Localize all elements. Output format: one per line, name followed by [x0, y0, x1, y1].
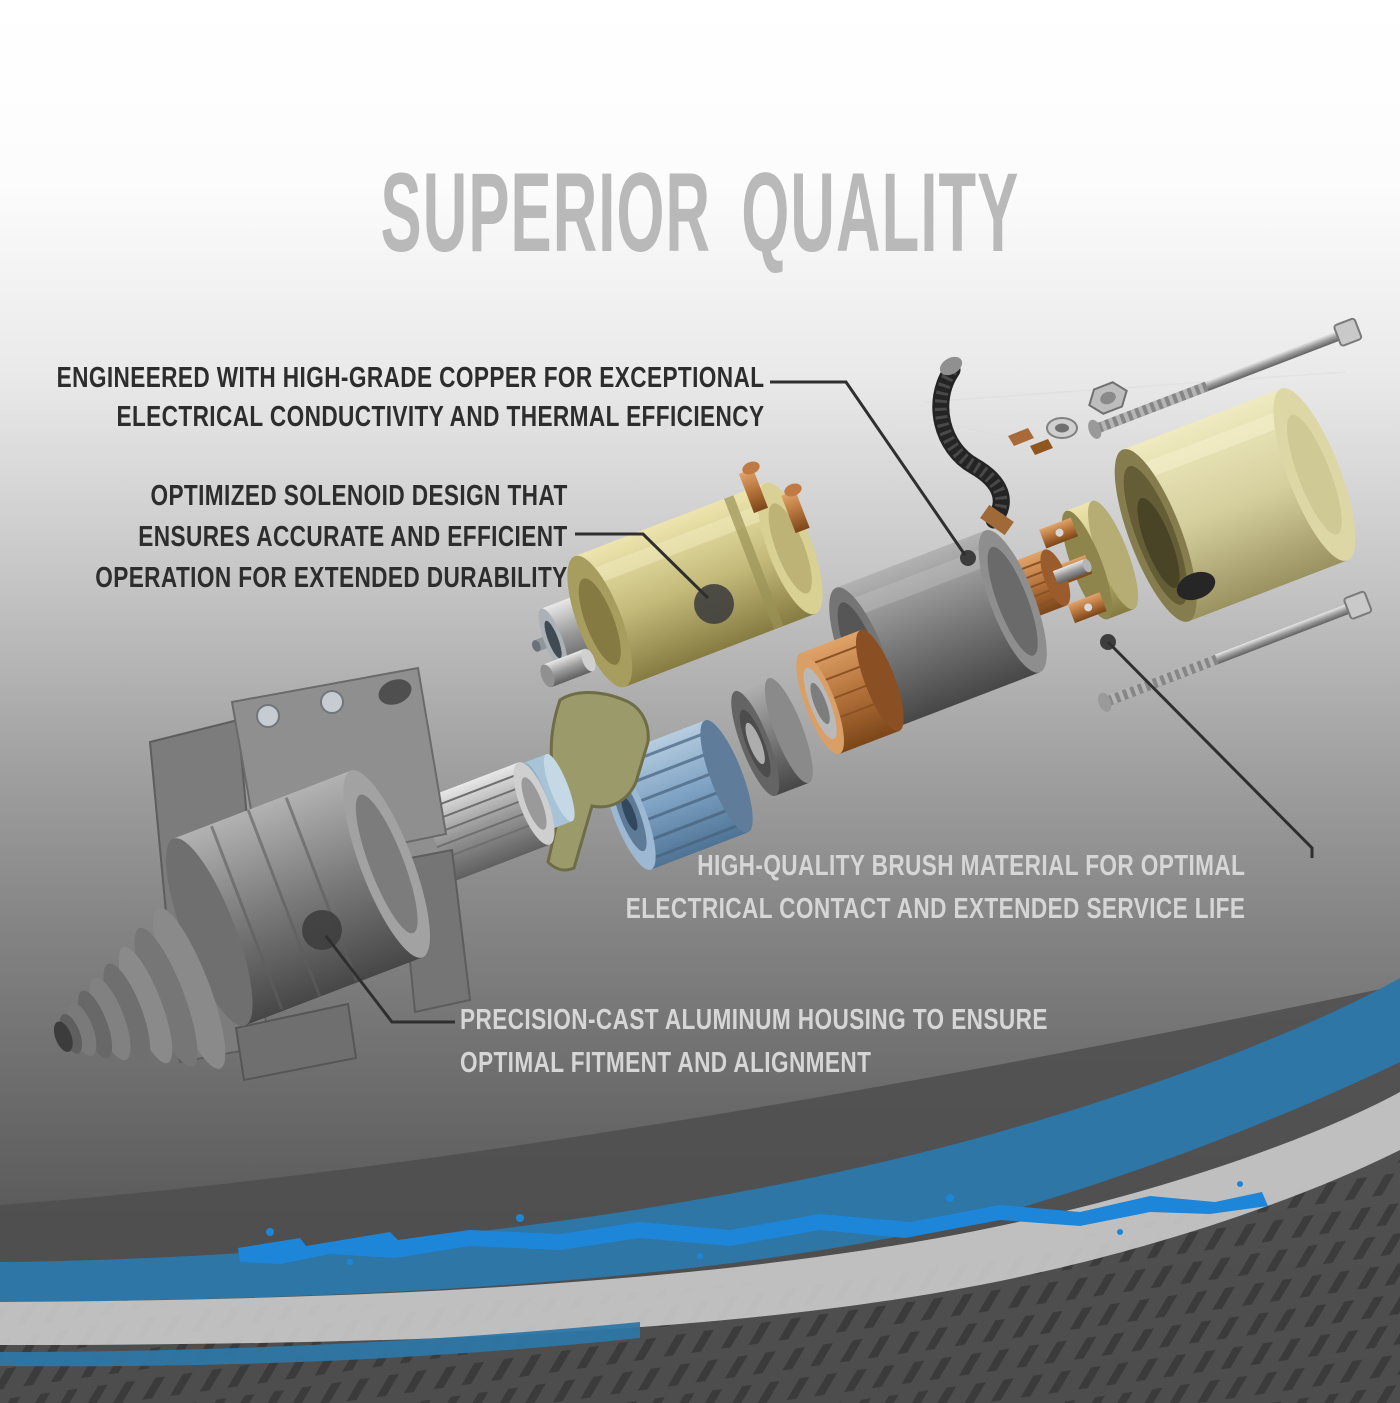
- callout-line: OPTIMAL FITMENT AND ALIGNMENT: [460, 1047, 872, 1079]
- planetary-gear-case: [731, 678, 813, 796]
- callout-line: ELECTRICAL CONDUCTIVITY AND THERMAL EFFI…: [116, 401, 764, 433]
- page-title: SUPERIOR QUALITY: [380, 150, 1020, 275]
- callout-line: PRECISION-CAST ALUMINUM HOUSING TO ENSUR…: [460, 1004, 1048, 1036]
- blue-paint-splash: [238, 1181, 1268, 1265]
- through-bolt: [1098, 590, 1373, 712]
- callout-line: ELECTRICAL CONTACT AND EXTENDED SERVICE …: [625, 893, 1245, 925]
- callout-aluminum-housing: PRECISION-CAST ALUMINUM HOUSING TO ENSUR…: [460, 999, 1048, 1085]
- field-wire: [932, 356, 1014, 536]
- callout-solenoid-design: OPTIMIZED SOLENOID DESIGN THAT ENSURES A…: [96, 476, 568, 599]
- field-coil: [796, 629, 904, 755]
- end-cap: [1114, 388, 1356, 622]
- bottom-swoosh-graphics: [0, 978, 1400, 1403]
- callout-copper-conductivity: ENGINEERED WITH HIGH-GRADE COPPER FOR EX…: [56, 359, 764, 437]
- callout-line: HIGH-QUALITY BRUSH MATERIAL FOR OPTIMAL: [696, 850, 1245, 882]
- callout-line: ENGINEERED WITH HIGH-GRADE COPPER FOR EX…: [56, 362, 764, 394]
- rubber-grommet: [1176, 571, 1216, 601]
- ribbed-nose-cone: [53, 907, 226, 1069]
- washer: [1046, 417, 1078, 439]
- through-bolt: [1088, 317, 1363, 439]
- thin-blue-stripe: [0, 1322, 640, 1367]
- callout-line: ENSURES ACCURATE AND EFFICIENT: [138, 521, 568, 553]
- copper-clip: [1008, 428, 1053, 455]
- hex-nut: [1088, 381, 1128, 415]
- callout-line: OPERATION FOR EXTENDED DURABILITY: [95, 562, 568, 594]
- pivot-pin: [540, 648, 596, 688]
- callout-brush-material: HIGH-QUALITY BRUSH MATERIAL FOR OPTIMAL …: [625, 845, 1245, 931]
- solenoid-terminals: [738, 461, 810, 534]
- aluminum-housing: [53, 666, 472, 1082]
- callout-line: OPTIMIZED SOLENOID DESIGN THAT: [150, 480, 568, 512]
- gray-swoosh-band: [0, 1092, 1400, 1345]
- callout-connectors: [302, 380, 1314, 1024]
